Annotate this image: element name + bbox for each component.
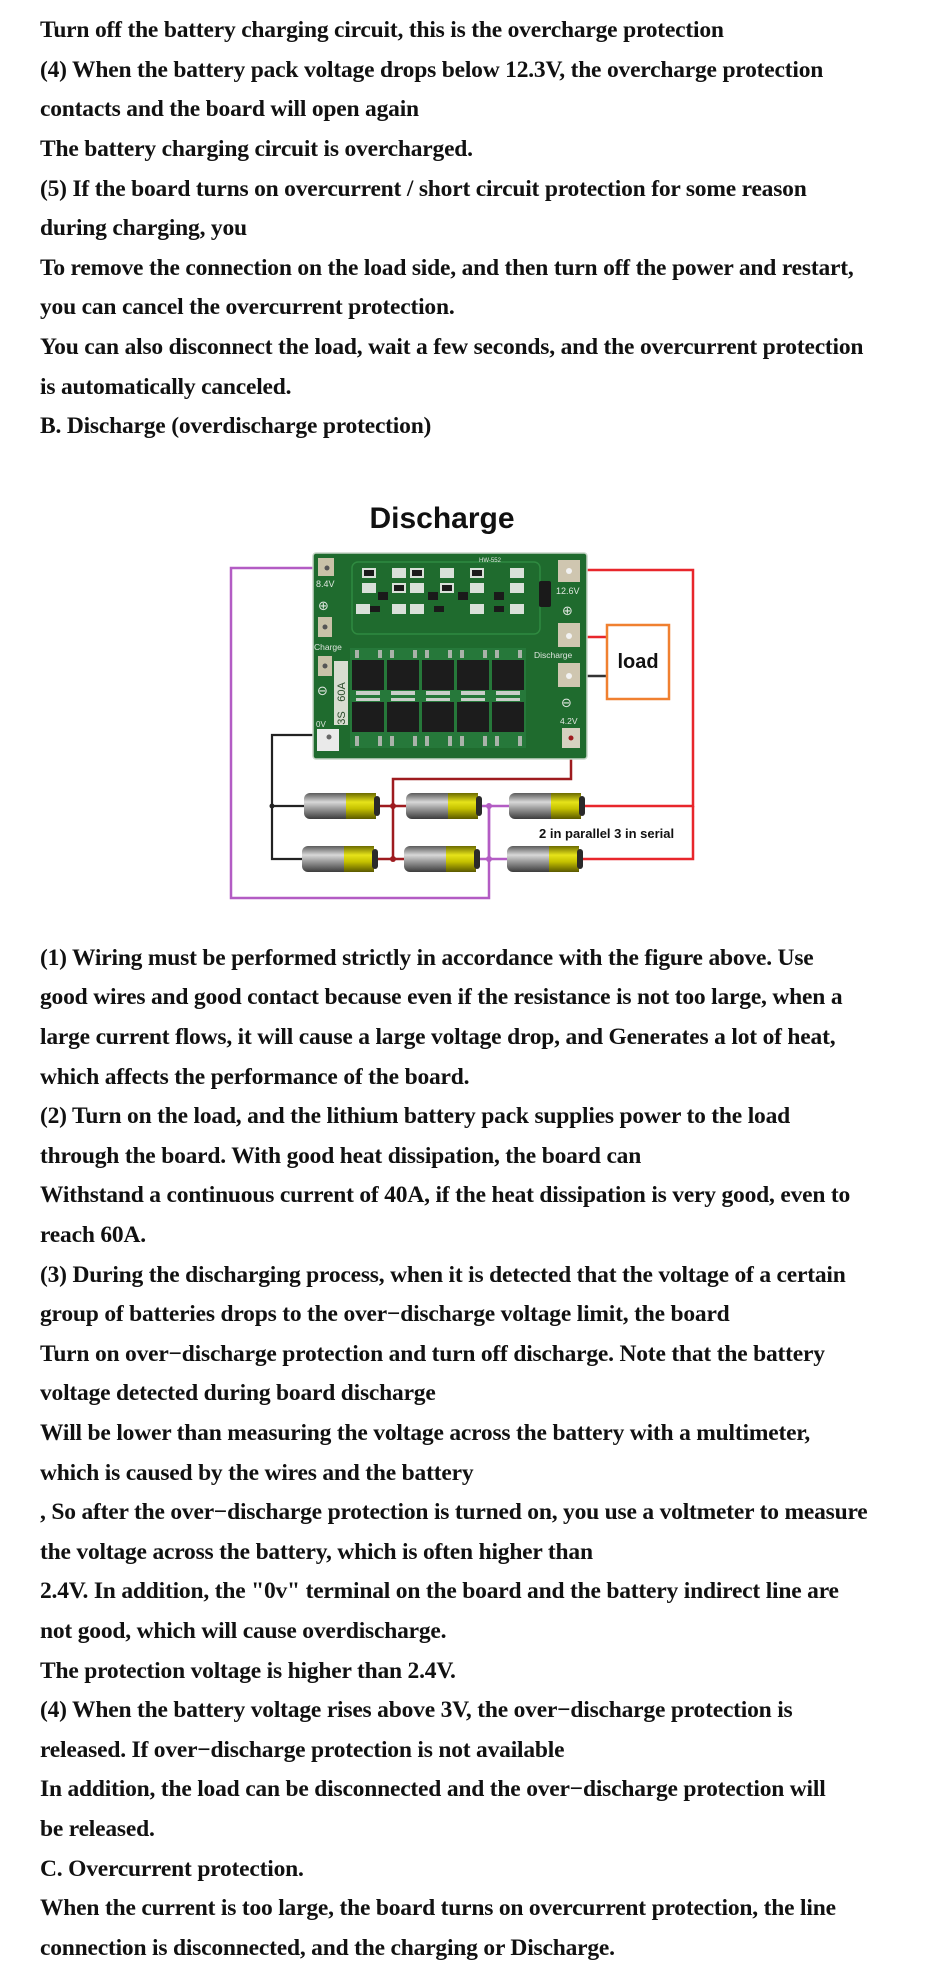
text-line: large current flows, it will cause a lar… bbox=[40, 1024, 836, 1050]
plus-symbol-icon: ⊕ bbox=[562, 603, 573, 618]
text-line: not good, which will cause overdischarge… bbox=[40, 1618, 447, 1644]
text-line: is automatically canceled. bbox=[40, 374, 292, 400]
text-line: Withstand a continuous current of 40A, i… bbox=[40, 1182, 851, 1208]
text-line: group of batteries drops to the over−dis… bbox=[40, 1301, 730, 1327]
label-b-minus: 8.4V bbox=[316, 579, 335, 589]
text-line: The protection voltage is higher than 2.… bbox=[40, 1658, 456, 1684]
text-line: Turn off the battery charging circuit, t… bbox=[40, 17, 724, 43]
mosfet-array bbox=[350, 648, 526, 748]
label-rating: 60A bbox=[336, 682, 348, 702]
wire-red bbox=[572, 568, 695, 808]
text-line: connection is disconnected, and the char… bbox=[40, 1935, 615, 1961]
pad-zero-v bbox=[317, 729, 339, 751]
wire-black bbox=[270, 806, 305, 861]
plus-symbol-icon: ⊕ bbox=[318, 598, 329, 613]
label-charge: Charge bbox=[314, 642, 342, 652]
text-line: contacts and the board will open again bbox=[40, 96, 419, 122]
text-line: during charging, you bbox=[40, 215, 247, 241]
text-line: released. If over−discharge protection i… bbox=[40, 1737, 565, 1763]
section-heading: B. Discharge (overdischarge protection) bbox=[40, 413, 432, 439]
text-line: The battery charging circuit is overchar… bbox=[40, 136, 473, 162]
label-zero-v: 0V bbox=[316, 720, 326, 729]
text-line: reach 60A. bbox=[40, 1222, 146, 1248]
battery-cell bbox=[404, 846, 480, 872]
text-line: Turn on over−discharge protection and tu… bbox=[40, 1341, 825, 1367]
text-line: (5) If the board turns on overcurrent / … bbox=[40, 176, 807, 202]
text-line: (2) Turn on the load, and the lithium ba… bbox=[40, 1103, 790, 1129]
text-line: which is caused by the wires and the bat… bbox=[40, 1460, 474, 1486]
text-line: the voltage across the battery, which is… bbox=[40, 1539, 593, 1565]
text-line: (4) When the battery pack voltage drops … bbox=[40, 57, 824, 83]
text-line: good wires and good contact because even… bbox=[40, 984, 843, 1010]
text-line: (4) When the battery voltage rises above… bbox=[40, 1697, 793, 1723]
label-series: 3S bbox=[336, 711, 348, 724]
text-line: you can cancel the overcurrent protectio… bbox=[40, 294, 455, 320]
text-line: through the board. With good heat dissip… bbox=[40, 1143, 642, 1169]
minus-symbol-icon: ⊖ bbox=[317, 683, 328, 698]
text-line: 2.4V. In addition, the "0v" terminal on … bbox=[40, 1578, 839, 1604]
label-b-plus: 12.6V bbox=[556, 586, 580, 596]
text-line: In addition, the load can be disconnecte… bbox=[40, 1776, 826, 1802]
label-discharge: Discharge bbox=[534, 650, 573, 660]
text-line: (1) Wiring must be performed strictly in… bbox=[40, 945, 814, 971]
battery-cell bbox=[304, 793, 380, 819]
label-b1: 4.2V bbox=[560, 716, 578, 726]
text-line: which affects the performance of the boa… bbox=[40, 1064, 470, 1090]
discharge-wiring-diagram: Discharge bbox=[0, 480, 944, 920]
battery-cell bbox=[509, 793, 585, 819]
wire-black bbox=[270, 733, 329, 808]
battery-pack bbox=[302, 793, 585, 872]
battery-cell bbox=[406, 793, 482, 819]
wire-purple bbox=[229, 566, 491, 900]
text-line: When the current is too large, the board… bbox=[40, 1895, 836, 1921]
battery-config-label: 2 in parallel 3 in serial bbox=[539, 826, 674, 841]
load-box: load bbox=[605, 623, 671, 701]
board-model-label: HW-552 bbox=[479, 558, 502, 564]
text-line: (3) During the discharging process, when… bbox=[40, 1262, 846, 1288]
load-label: load bbox=[617, 651, 658, 673]
minus-symbol-icon: ⊖ bbox=[561, 695, 572, 710]
text-line: , So after the over−discharge protection… bbox=[40, 1499, 868, 1525]
battery-cell bbox=[507, 846, 583, 872]
text-line: To remove the connection on the load sid… bbox=[40, 255, 854, 281]
text-line: voltage detected during board discharge bbox=[40, 1380, 436, 1406]
battery-cell bbox=[302, 846, 378, 872]
wire-red bbox=[582, 806, 695, 861]
bms-board: HW-552 bbox=[312, 552, 588, 760]
section-heading: C. Overcurrent protection. bbox=[40, 1856, 304, 1882]
figure-title: Discharge bbox=[369, 502, 514, 535]
text-line: Will be lower than measuring the voltage… bbox=[40, 1420, 811, 1446]
text-line: be released. bbox=[40, 1816, 155, 1842]
text-line: You can also disconnect the load, wait a… bbox=[40, 334, 864, 360]
